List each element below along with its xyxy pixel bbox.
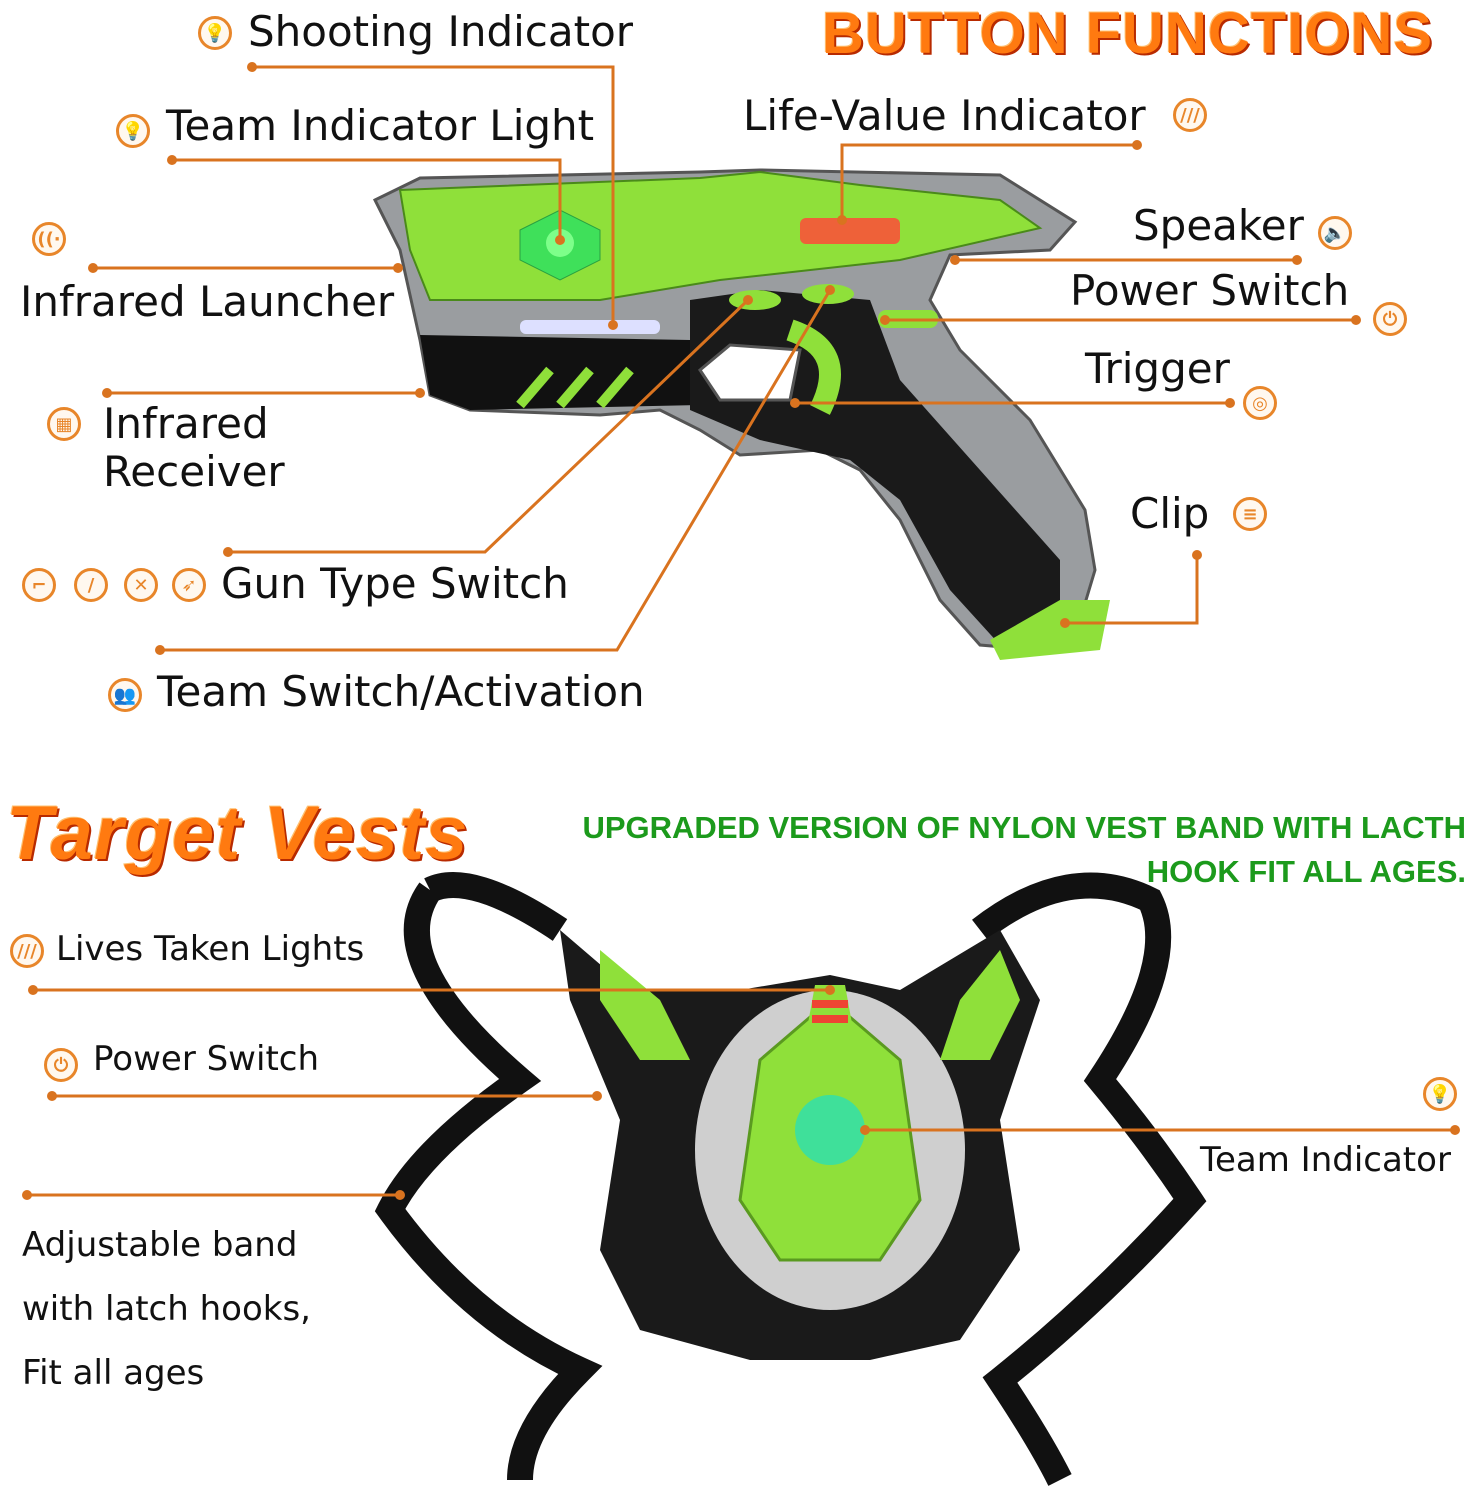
label-adjustable-band: Adjustable band with latch hooks, Fit al… bbox=[22, 1213, 311, 1405]
label-power-switch: Power Switch bbox=[1070, 266, 1350, 315]
power-icon: ⏻ bbox=[1373, 302, 1407, 336]
target-vests-title: Target Vests bbox=[6, 791, 469, 876]
label-lives-taken-lights: Lives Taken Lights bbox=[56, 929, 365, 969]
infrared-signal-icon: ((· bbox=[32, 222, 66, 256]
label-shooting-indicator: Shooting Indicator bbox=[248, 7, 634, 56]
rocket-icon: ➶ bbox=[172, 568, 206, 602]
label-team-indicator: Team Indicator bbox=[1200, 1140, 1451, 1180]
pistol-icon: ⌐ bbox=[22, 568, 56, 602]
lightbulb-icon: 💡 bbox=[198, 16, 232, 50]
label-band-line3: Fit all ages bbox=[22, 1353, 205, 1393]
rifle-icon: / bbox=[74, 568, 108, 602]
lightbulb-icon: 💡 bbox=[1423, 1077, 1457, 1111]
label-team-switch: Team Switch/Activation bbox=[157, 667, 645, 716]
label-clip: Clip bbox=[1130, 489, 1210, 538]
power-icon: ⏻ bbox=[44, 1048, 78, 1082]
label-trigger: Trigger bbox=[1085, 344, 1230, 393]
label-vest-power-switch: Power Switch bbox=[93, 1039, 320, 1079]
label-band-line2: with latch hooks, bbox=[22, 1289, 311, 1329]
label-infrared-receiver-line2: Receiver bbox=[103, 447, 285, 497]
clip-icon: ≡ bbox=[1233, 497, 1267, 531]
vest-note-line2: HOOK FIT ALL AGES. bbox=[1146, 854, 1466, 889]
label-band-line1: Adjustable band bbox=[22, 1225, 298, 1265]
receiver-icon: ▦ bbox=[47, 407, 81, 441]
lightbulb-icon: 💡 bbox=[116, 114, 150, 148]
vest-note-line1: UPGRADED VERSION OF NYLON VEST BAND WITH… bbox=[582, 810, 1466, 845]
label-speaker: Speaker bbox=[1133, 201, 1304, 250]
label-infrared-receiver-line1: Infrared bbox=[103, 399, 269, 448]
speaker-icon: 🔈 bbox=[1318, 216, 1352, 250]
label-infrared-receiver: Infrared Receiver bbox=[103, 399, 285, 497]
team-icon: 👥 bbox=[108, 678, 142, 712]
label-gun-type-switch: Gun Type Switch bbox=[221, 559, 569, 608]
button-functions-title: BUTTON FUNCTIONS bbox=[822, 1, 1434, 66]
laser-gun-image bbox=[372, 168, 1110, 660]
label-life-value-indicator: Life-Value Indicator bbox=[743, 91, 1146, 140]
sniper-icon: ✕ bbox=[124, 568, 158, 602]
label-team-indicator-light: Team Indicator Light bbox=[166, 101, 595, 150]
life-bars-icon: /// bbox=[1173, 98, 1207, 132]
target-vest-image bbox=[374, 872, 1207, 1486]
target-icon: ◎ bbox=[1243, 386, 1277, 420]
vest-note: UPGRADED VERSION OF NYLON VEST BAND WITH… bbox=[582, 810, 1466, 890]
label-infrared-launcher: Infrared Launcher bbox=[20, 277, 395, 326]
life-bars-icon: /// bbox=[10, 934, 44, 968]
